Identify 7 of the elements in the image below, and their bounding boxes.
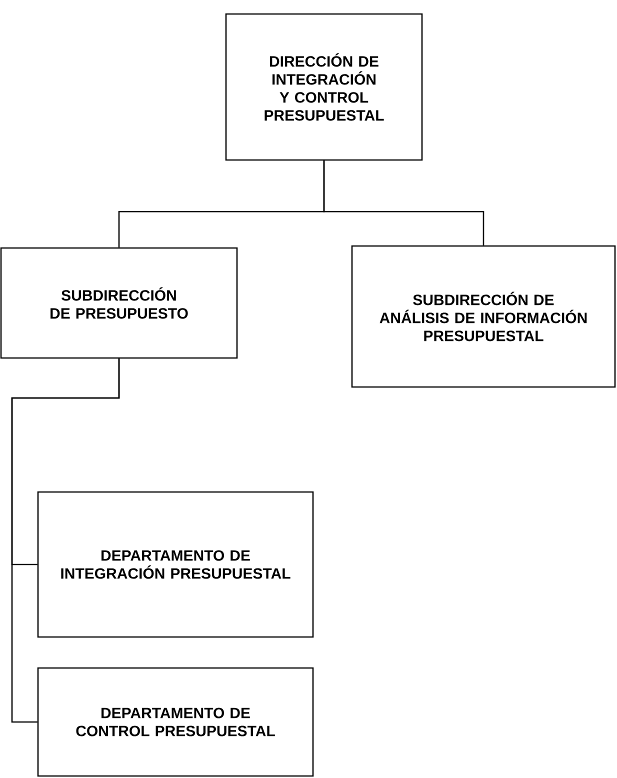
connector-line bbox=[11, 358, 120, 723]
org-box: DEPARTAMENTO DE CONTROL PRESUPUESTAL bbox=[37, 667, 314, 777]
org-box: SUBDIRECCIÓN DE ANÁLISIS DE INFORMACIÓN PRESUPUESTAL bbox=[351, 245, 616, 388]
org-box: SUBDIRECCIÓN DE PRESUPUESTO bbox=[0, 247, 238, 359]
org-box: DIRECCIÓN DE INTEGRACIÓN Y CONTROL PRESUPUESTAL bbox=[225, 13, 423, 161]
connector-line bbox=[323, 160, 484, 246]
org-box: DEPARTAMENTO DE INTEGRACIÓN PRESUPUESTAL bbox=[37, 491, 314, 638]
